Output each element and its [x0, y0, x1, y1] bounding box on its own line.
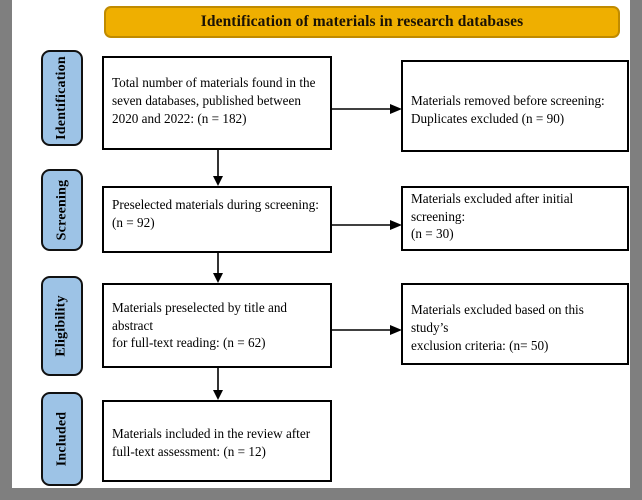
- stage-label-identification: Identification: [41, 50, 83, 146]
- diagram-title-banner: Identification of materials in research …: [104, 6, 620, 38]
- text-line: full-text assessment: (n = 12): [112, 444, 266, 459]
- text-line: Materials excluded based on this study’s: [411, 302, 584, 336]
- text-line: Preselected materials during screening:: [112, 196, 319, 212]
- flow-box-records-screened: Preselected materials during screening: …: [102, 186, 332, 253]
- flow-box-records-included-text: Materials included in the review after f…: [112, 425, 310, 460]
- flow-box-records-identified: Total number of materials found in the s…: [102, 56, 332, 150]
- flow-box-records-full-text-text: Materials preselected by title and abstr…: [112, 299, 322, 352]
- text-line: (n = 92): [112, 214, 155, 230]
- arrow-down-screening-to-eligibility: [211, 253, 225, 283]
- text-line: (n = 30): [411, 226, 454, 242]
- text-line: Total number of materials found in the: [112, 75, 316, 91]
- flow-box-records-excluded-eligibility: Materials excluded based on this study’s…: [401, 283, 629, 365]
- text-line: seven databases, published between: [112, 93, 301, 109]
- diagram-title-text: Identification of materials in research …: [200, 13, 524, 30]
- text-line: Materials excluded after initial screeni…: [411, 190, 574, 224]
- flow-box-records-included: Materials included in the review after f…: [102, 400, 332, 482]
- text-line: Materials preselected by title and abstr…: [112, 299, 288, 333]
- arrow-down-identification-to-screening: [211, 150, 225, 186]
- stage-label-screening-text: Screening: [54, 179, 69, 241]
- text-line: 2020 and 2022: (n = 182): [112, 110, 247, 126]
- text-line: Materials removed before screening:: [411, 93, 605, 109]
- flow-box-records-excluded-screening: Materials excluded after initial screeni…: [401, 186, 629, 251]
- flow-box-records-excluded-screening-text: Materials excluded after initial screeni…: [411, 190, 619, 243]
- flow-box-records-screened-text: Preselected materials during screening: …: [112, 196, 319, 231]
- stage-label-included: Included: [41, 392, 83, 486]
- stage-label-screening: Screening: [41, 169, 83, 251]
- text-line: for full-text reading: (n = 62): [112, 335, 266, 351]
- arrow-right-screening-to-excluded: [332, 218, 402, 232]
- text-line: Materials included in the review after: [112, 426, 311, 442]
- stage-label-eligibility: Eligibility: [41, 276, 83, 376]
- stage-label-eligibility-text: Eligibility: [54, 295, 70, 357]
- flow-box-records-full-text: Materials preselected by title and abstr…: [102, 283, 332, 368]
- arrow-right-eligibility-to-excluded: [332, 323, 402, 337]
- flow-box-records-excluded-eligibility-text: Materials excluded based on this study’s…: [411, 301, 619, 354]
- arrow-down-eligibility-to-included: [211, 368, 225, 400]
- stage-label-included-text: Included: [54, 411, 70, 467]
- arrow-right-identification-to-removed: [332, 102, 402, 116]
- text-line: exclusion criteria: (n= 50): [411, 337, 549, 353]
- flow-box-records-removed: Materials removed before screening: Dupl…: [401, 60, 629, 152]
- diagram-canvas: Identification of materials in research …: [12, 0, 630, 488]
- stage-label-identification-text: Identification: [54, 56, 70, 140]
- flow-box-records-identified-text: Total number of materials found in the s…: [112, 74, 315, 127]
- flow-box-records-removed-text: Materials removed before screening: Dupl…: [411, 92, 605, 127]
- text-line: Duplicates excluded (n = 90): [411, 111, 565, 126]
